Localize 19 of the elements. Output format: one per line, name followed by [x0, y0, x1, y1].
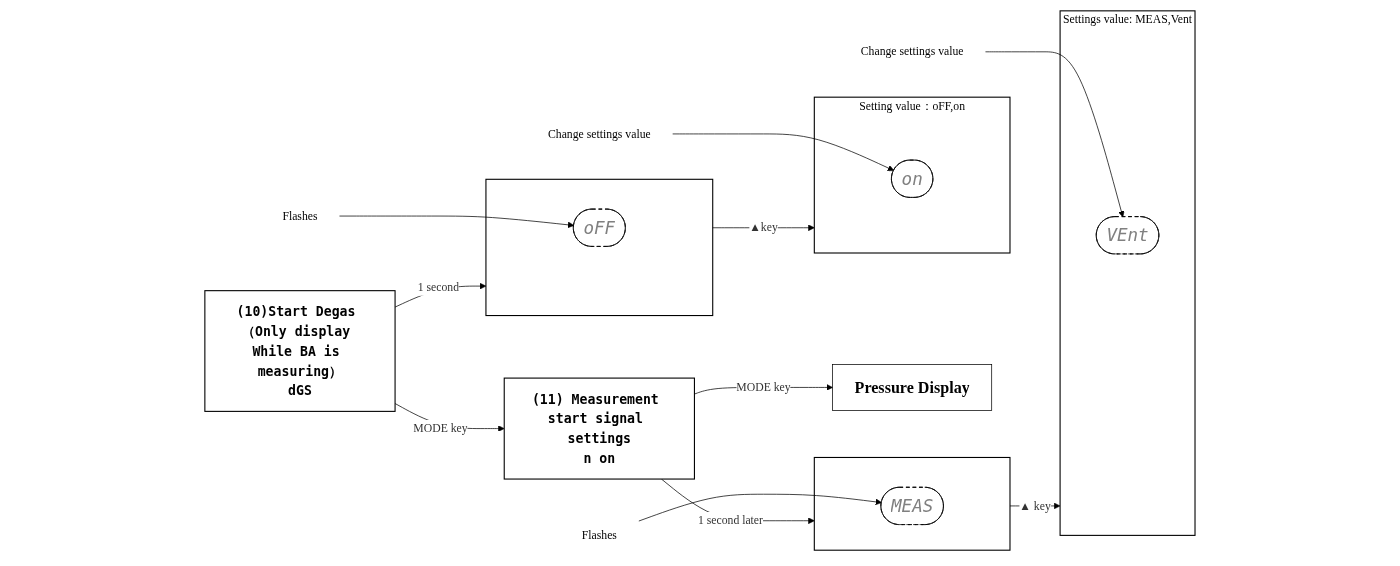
edge-label: MODE key: [736, 380, 791, 394]
cluster: [813, 96, 1011, 254]
node-text: Flashes: [282, 209, 318, 222]
node-box: Pressure Display: [832, 364, 993, 411]
cluster: [813, 456, 1011, 551]
edge-label: MODE key: [413, 421, 468, 435]
node-label: Settings value: MEAS,Vent: [1063, 13, 1193, 26]
node-text: Change settings value: [548, 127, 651, 140]
edge-label: ▲ key: [1019, 499, 1051, 512]
node-label: Setting value：oFF,on: [859, 99, 966, 112]
cluster: [1059, 10, 1196, 536]
edge-label: 1 second later: [698, 514, 764, 527]
node-text: Change settings value: [860, 45, 964, 58]
edge-label: ▲key: [749, 221, 778, 234]
node-box: (10)Start Degas （Only display While BA is measuring） dGS: [204, 290, 396, 412]
cluster: [485, 178, 714, 317]
node-box: (11) Measurement start signal settings n on: [503, 377, 696, 480]
edge-label: 1 second: [417, 280, 460, 293]
node-text: Flashes: [581, 528, 617, 542]
